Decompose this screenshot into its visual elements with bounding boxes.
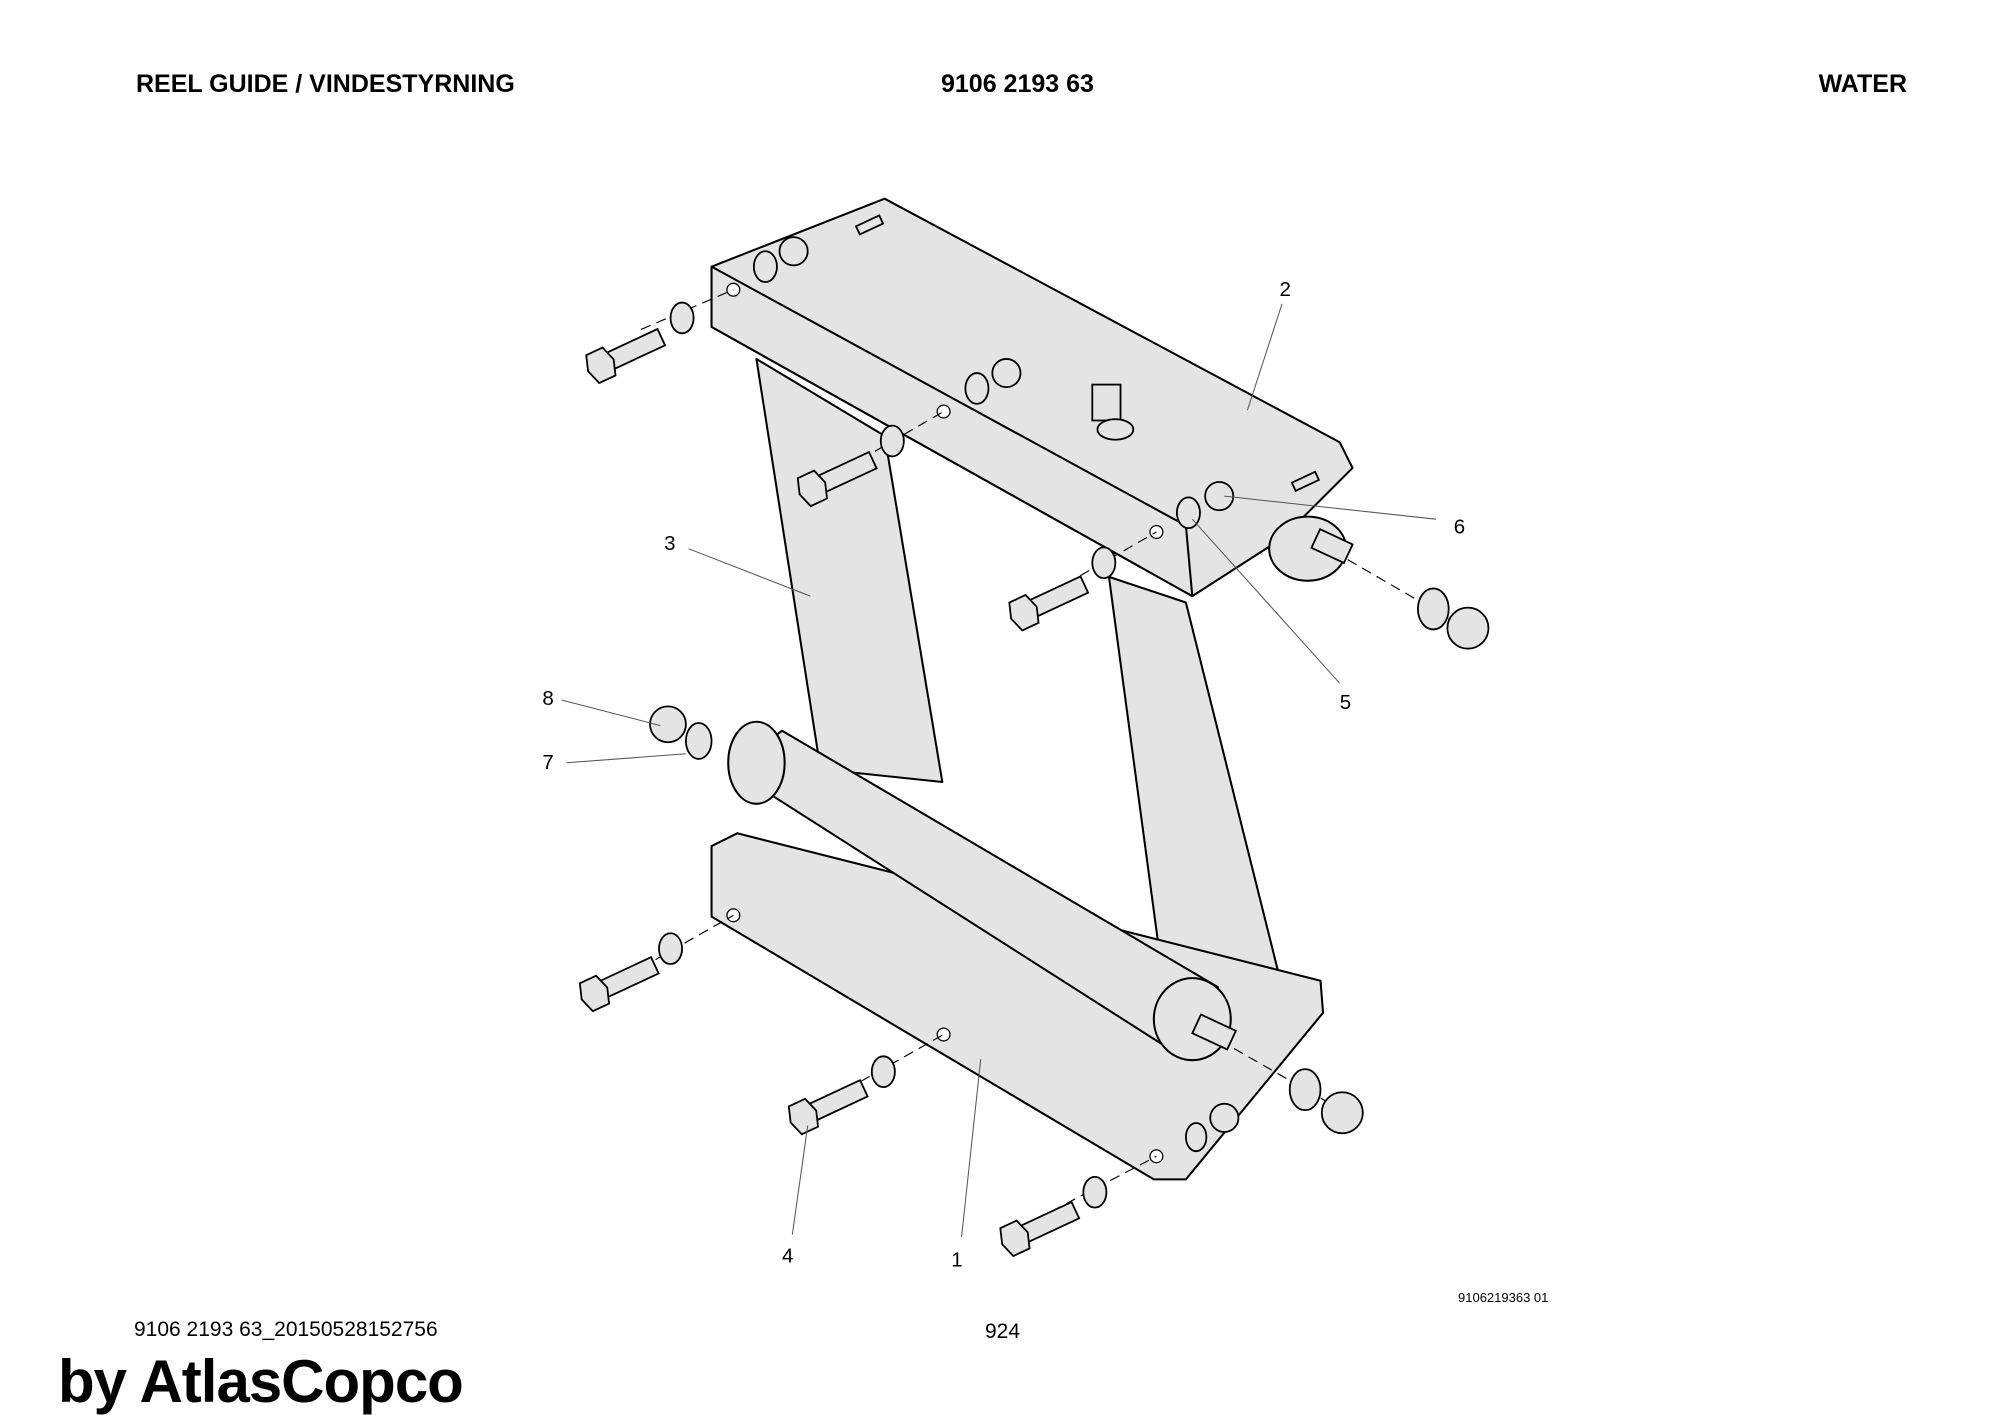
svg-text:3: 3 [664, 532, 675, 555]
left-support-tube [755, 357, 944, 784]
bolts [578, 327, 1354, 1258]
callout-5: 5 [1191, 518, 1351, 714]
callout-6: 6 [1224, 495, 1465, 538]
nuts [649, 236, 1490, 1135]
file-id: 9106 2193 63_20150528152756 [134, 1318, 438, 1341]
holes [726, 282, 1164, 1164]
svg-text:7: 7 [542, 751, 553, 774]
washers [658, 250, 1450, 1209]
svg-text:1: 1 [951, 1249, 962, 1272]
page-number: 924 [985, 1320, 1021, 1343]
svg-text:6: 6 [1454, 515, 1465, 538]
document-title: REEL GUIDE / VINDESTYRNING [136, 70, 515, 98]
svg-text:8: 8 [542, 687, 553, 710]
slot [854, 214, 885, 236]
svg-text:4: 4 [782, 1245, 793, 1268]
callout-7: 7 [542, 751, 686, 774]
roller-end [727, 720, 786, 805]
bottom-plate [710, 832, 1325, 1181]
drawing-number: 9106219363 01 [1458, 1290, 1549, 1305]
svg-text:5: 5 [1340, 691, 1351, 714]
callout-3: 3 [664, 532, 811, 597]
svg-text:2: 2 [1279, 278, 1290, 301]
slot [1290, 470, 1321, 492]
category-label: WATER [1818, 70, 1907, 98]
watermark: by AtlasCopco [58, 1348, 464, 1415]
callout-8: 8 [542, 687, 661, 727]
roller-end [1152, 977, 1232, 1062]
top-plate-flange [710, 265, 1194, 598]
part-number: 9106 2193 63 [941, 70, 1094, 98]
callout-2: 2 [1246, 278, 1291, 411]
callout-4: 4 [782, 1125, 809, 1268]
callout-1: 1 [951, 1058, 982, 1272]
